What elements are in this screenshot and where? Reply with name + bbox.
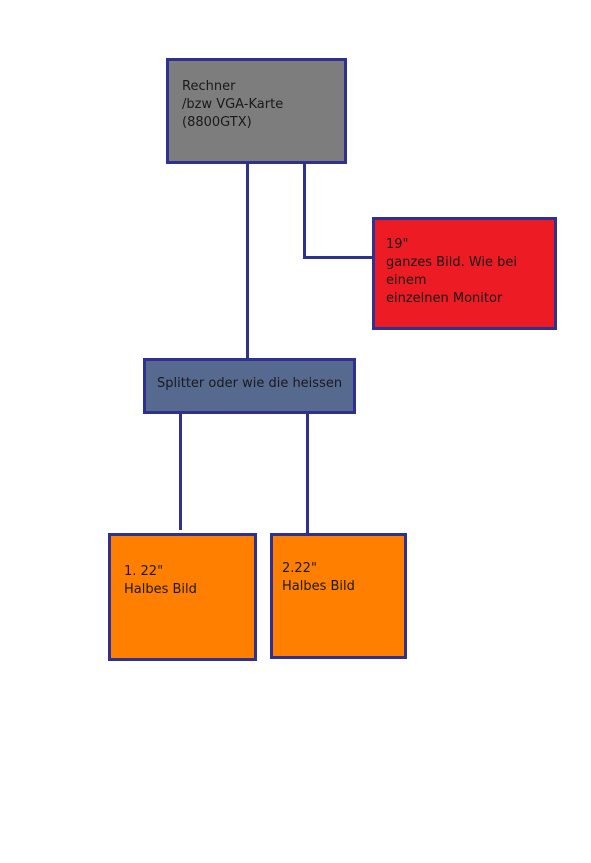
node-monitor-22-1: 1. 22" Halbes Bild <box>108 533 257 661</box>
node-monitor-19-line-3: einem <box>386 273 427 288</box>
connector-computer-to-splitter <box>246 163 249 359</box>
node-monitor-22-2-line-2: Halbes Bild <box>282 579 355 594</box>
node-monitor-22-1-line-1: 1. 22" <box>124 564 164 579</box>
node-monitor-19-line-4: einzelnen Monitor <box>386 291 503 306</box>
node-computer: Rechner /bzw VGA-Karte (8800GTX) <box>166 58 347 164</box>
node-computer-line-3: (8800GTX) <box>182 115 252 130</box>
node-computer-line-2: /bzw VGA-Karte <box>182 97 284 112</box>
connector-computer-to-monitor-19-vertical <box>303 163 306 259</box>
connector-computer-to-monitor-19-horizontal <box>303 256 373 259</box>
node-monitor-19-line-1: 19" <box>386 237 409 252</box>
node-computer-line-1: Rechner <box>182 79 236 94</box>
connector-splitter-to-monitor-22-1 <box>179 413 182 530</box>
node-monitor-22-1-line-2: Halbes Bild <box>124 582 197 597</box>
node-monitor-19-line-2: ganzes Bild. Wie bei <box>386 255 518 270</box>
node-splitter-line-1: Splitter oder wie die heissen <box>157 376 343 391</box>
node-monitor-19: 19" ganzes Bild. Wie bei einem einzelnen… <box>372 217 557 330</box>
node-splitter: Splitter oder wie die heissen <box>143 358 356 414</box>
connector-splitter-to-monitor-22-2 <box>306 413 309 534</box>
node-monitor-22-2-line-1: 2.22" <box>282 561 317 576</box>
node-monitor-22-2: 2.22" Halbes Bild <box>270 533 407 659</box>
